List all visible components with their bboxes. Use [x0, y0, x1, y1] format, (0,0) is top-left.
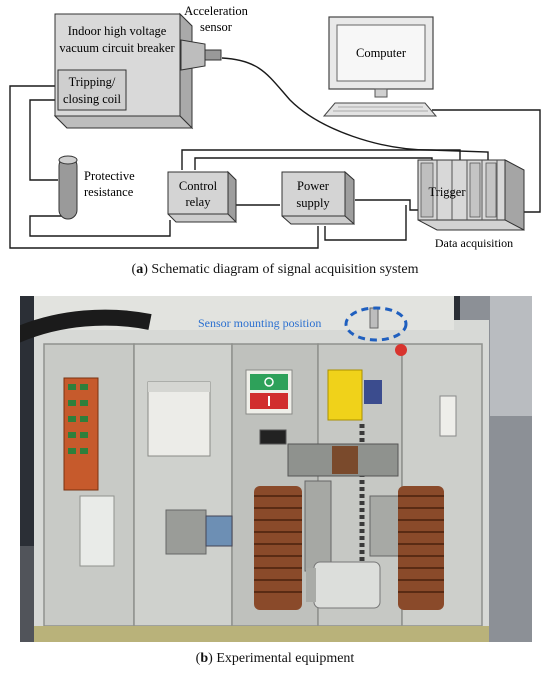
sensor-position-marker [344, 306, 408, 342]
power-supply-line1: Power [297, 179, 330, 193]
caption-a-text: Schematic diagram of signal acquisition … [151, 262, 419, 277]
resistance-label-line1: Protective [84, 169, 135, 183]
acceleration-sensor: Acceleration sensor [180, 4, 249, 71]
caption-a: (a) Schematic diagram of signal acquisit… [131, 262, 419, 277]
coil-label-line1: Tripping/ [69, 75, 116, 89]
equipment-photo: Sensor mounting position [20, 296, 532, 642]
accel-label-line2: sensor [200, 20, 233, 34]
caption-b: (b) Experimental equipment [195, 651, 355, 666]
trigger-label: Trigger [428, 185, 466, 199]
right-spring [398, 486, 444, 610]
sensor-mounting-label: Sensor mounting position [198, 316, 321, 330]
protective-resistance: Protective resistance [58, 155, 135, 220]
computer-label: Computer [356, 46, 407, 60]
left-spring [254, 486, 302, 610]
power-supply-box: Power supply [281, 170, 355, 226]
breaker-label-line2: vacuum circuit breaker [59, 41, 175, 55]
breaker-label-line1: Indoor high voltage [68, 24, 167, 38]
daq-label: Data acquisition [435, 236, 513, 250]
control-relay-box: Control relay [167, 170, 237, 224]
circuit-breaker-box: Indoor high voltage vacuum circuit break… [53, 12, 194, 130]
wires [9, 57, 541, 249]
power-supply-line2: supply [296, 196, 330, 210]
schematic-diagram: Indoor high voltage vacuum circuit break… [9, 4, 541, 250]
coil-label-line2: closing coil [63, 92, 122, 106]
control-relay-line1: Control [179, 179, 218, 193]
accel-label-line1: Acceleration [184, 4, 249, 18]
data-acquisition-rack: Trigger Data acquisition [417, 159, 525, 250]
caption-b-text: Experimental equipment [216, 651, 355, 666]
caption-a-marker: a [136, 262, 144, 277]
control-relay-line2: relay [186, 195, 212, 209]
resistance-label-line2: resistance [84, 185, 134, 199]
coil-box [57, 69, 127, 111]
computer-icon: Computer [322, 16, 438, 117]
caption-b-marker: b [200, 651, 209, 666]
